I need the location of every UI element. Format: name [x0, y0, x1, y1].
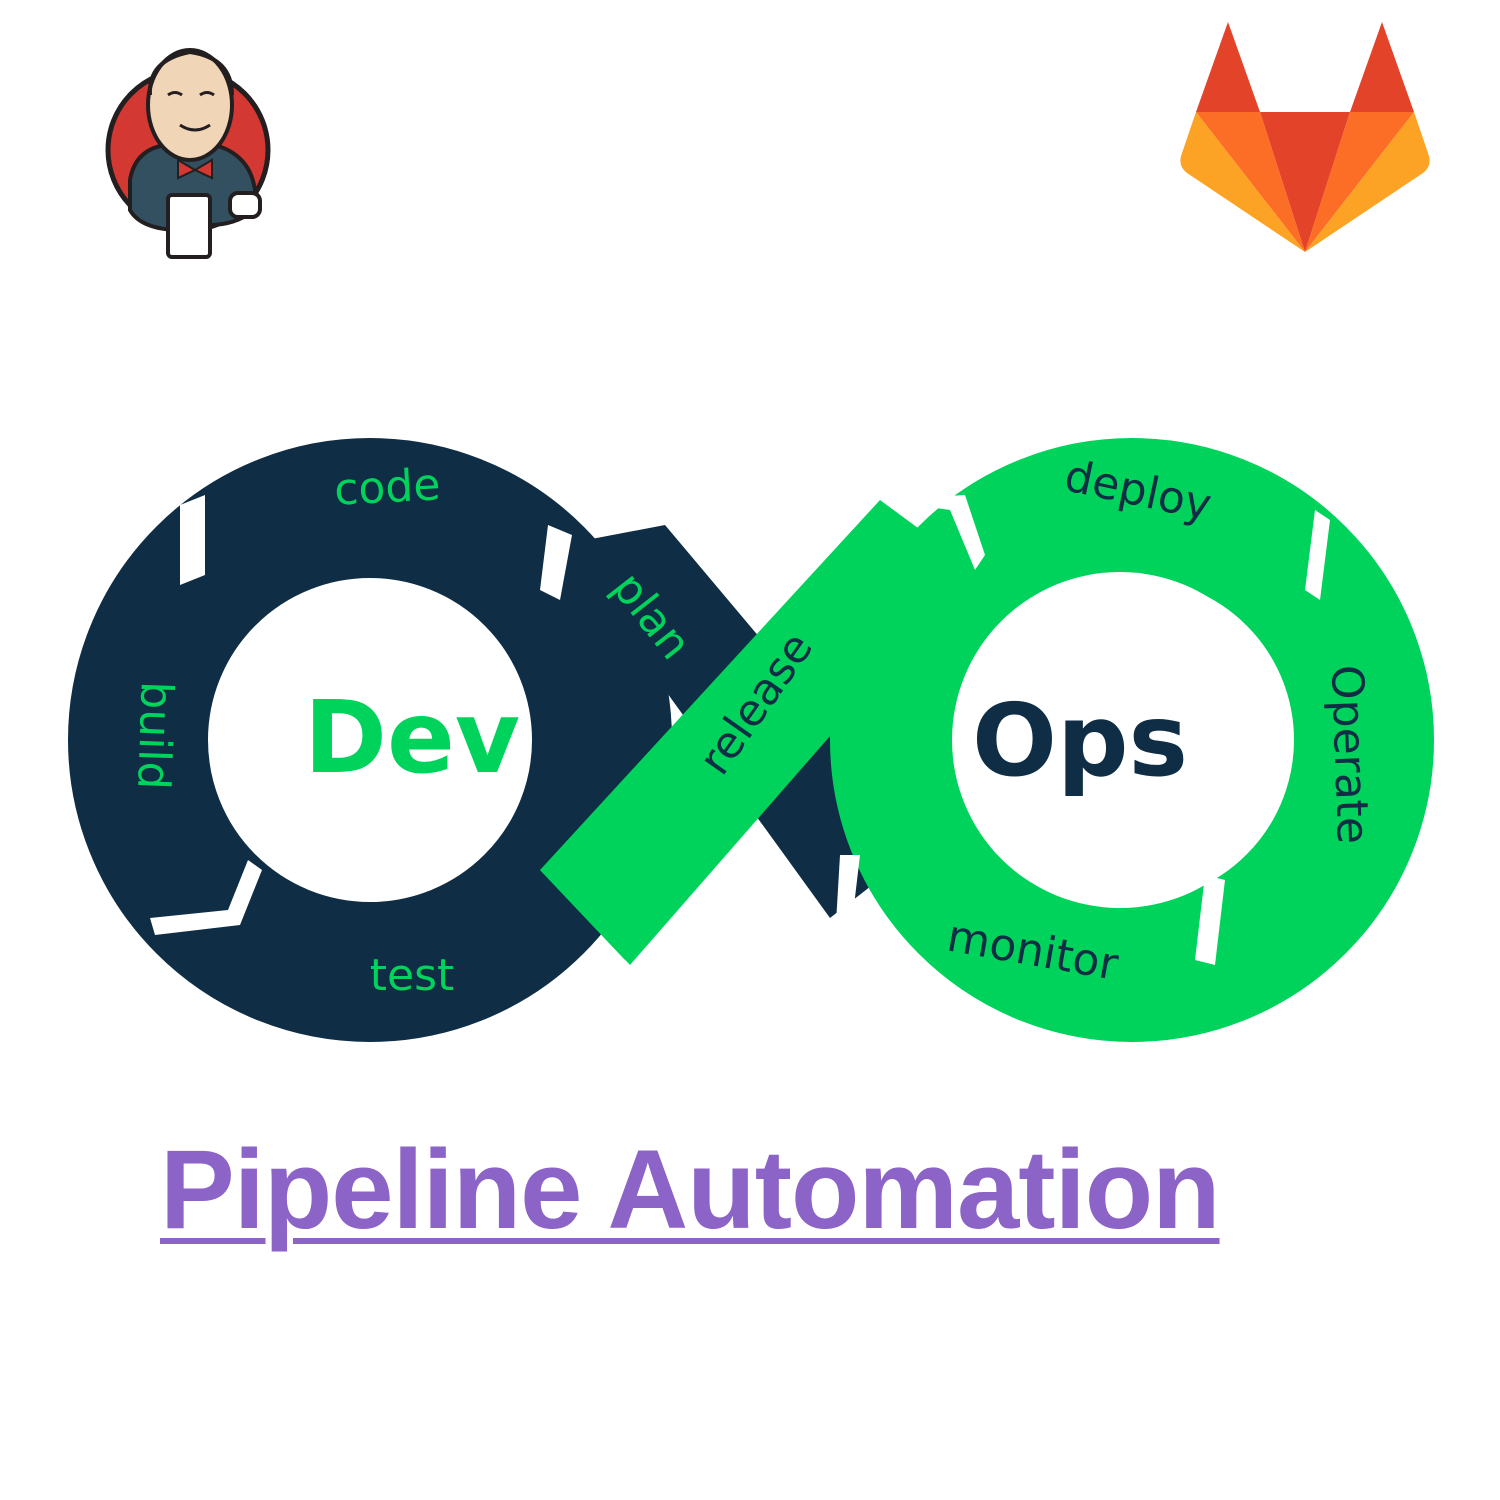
- ops-loop: [540, 438, 1434, 1042]
- dev-hole: [210, 580, 530, 900]
- ops-label: Ops: [972, 682, 1188, 799]
- stage-code: code: [333, 459, 442, 515]
- ops-hole: [952, 572, 1288, 908]
- gitlab-fox-icon: [1180, 22, 1430, 252]
- stage-operate: Operate: [1321, 664, 1378, 845]
- pipeline-automation-link[interactable]: Pipeline Automation: [160, 1127, 1221, 1252]
- stage-test: test: [370, 950, 455, 1001]
- jenkins-butler-icon: [105, 48, 271, 259]
- dev-label: Dev: [304, 679, 520, 796]
- stage-build: build: [127, 681, 182, 791]
- release-band: [540, 500, 975, 965]
